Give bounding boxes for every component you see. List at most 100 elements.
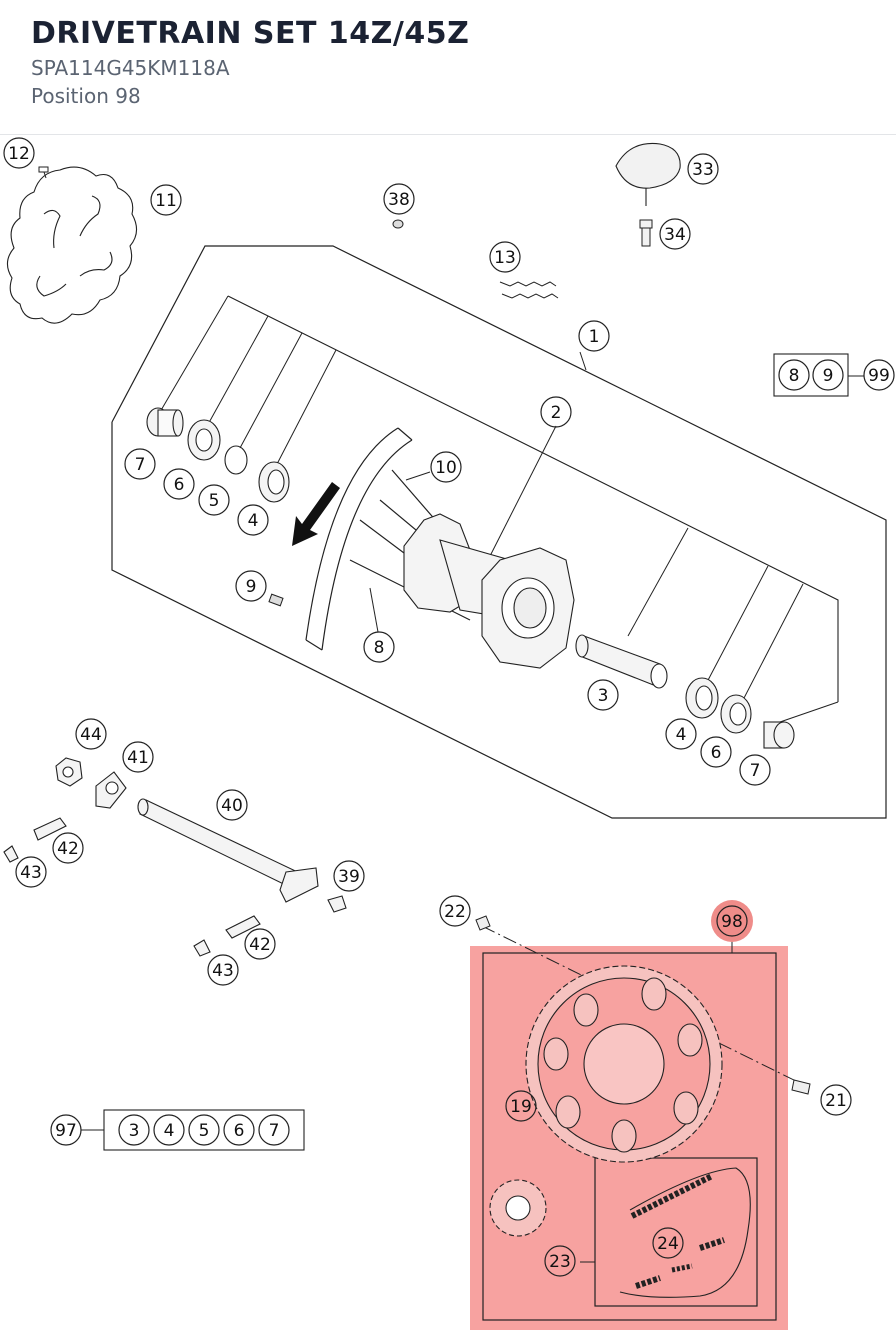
callout-39[interactable]: 39 <box>333 860 365 892</box>
page-title: DRIVETRAIN SET 14Z/45Z <box>31 16 470 51</box>
callout-38[interactable]: 38 <box>383 183 415 215</box>
callout-99[interactable]: 99 <box>863 359 895 391</box>
callout-41[interactable]: 41 <box>122 741 154 773</box>
callout-number: 7 <box>750 761 761 781</box>
callout-42[interactable]: 42 <box>52 832 84 864</box>
callout-2[interactable]: 2 <box>540 396 572 428</box>
callout-circle <box>118 1114 150 1146</box>
cap-33-part <box>615 142 681 206</box>
callout-21[interactable]: 21 <box>820 1084 852 1116</box>
callout-98[interactable]: 98 <box>711 900 753 942</box>
callout-12[interactable]: 12 <box>3 137 35 169</box>
kit-98-box <box>482 952 777 1321</box>
callout-number: 41 <box>127 748 149 768</box>
callout-5[interactable]: 5 <box>198 484 230 516</box>
callout-number: 13 <box>494 248 516 268</box>
callout-number: 6 <box>711 743 722 763</box>
callout-43[interactable]: 43 <box>207 954 239 986</box>
position-label: Position 98 <box>31 84 141 108</box>
callout-circle <box>700 736 732 768</box>
callout-22[interactable]: 22 <box>439 895 471 927</box>
callout-3[interactable]: 3 <box>587 679 619 711</box>
callout-circle <box>3 137 35 169</box>
callout-number: 34 <box>664 225 686 245</box>
callout-circle <box>258 1114 290 1146</box>
callout-7[interactable]: 7 <box>258 1114 290 1146</box>
callout-44[interactable]: 44 <box>75 718 107 750</box>
callout-4[interactable]: 4 <box>665 718 697 750</box>
callout-number: 40 <box>221 796 243 816</box>
callout-circle <box>439 895 471 927</box>
callout-number: 38 <box>388 190 410 210</box>
callout-6[interactable]: 6 <box>700 736 732 768</box>
callout-97[interactable]: 97 <box>50 1114 82 1146</box>
brake-disc-part <box>6 166 138 324</box>
callout-11[interactable]: 11 <box>150 184 182 216</box>
callout-number: 2 <box>551 403 562 423</box>
kit-97-box <box>103 1109 305 1151</box>
callout-number: 19 <box>510 1097 532 1117</box>
callout-number: 3 <box>129 1121 140 1141</box>
callout-40[interactable]: 40 <box>216 789 248 821</box>
callout-7[interactable]: 7 <box>739 754 771 786</box>
callout-4[interactable]: 4 <box>237 504 269 536</box>
callout-number: 42 <box>57 839 79 859</box>
callout-circle <box>430 451 462 483</box>
callout-circle <box>363 631 395 663</box>
callout-circle <box>223 1114 255 1146</box>
callout-43[interactable]: 43 <box>15 856 47 888</box>
sprocket-bolts-part <box>475 915 811 1095</box>
callout-5[interactable]: 5 <box>188 1114 220 1146</box>
callout-circle <box>652 1227 684 1259</box>
callout-34[interactable]: 34 <box>659 218 691 250</box>
callout-13[interactable]: 13 <box>489 241 521 273</box>
callout-9[interactable]: 9 <box>812 359 844 391</box>
nut-38-part <box>392 219 404 229</box>
callout-number: 9 <box>823 366 834 386</box>
callout-circle <box>587 679 619 711</box>
callout-circle <box>333 860 365 892</box>
callout-4[interactable]: 4 <box>153 1114 185 1146</box>
callout-circle <box>778 359 810 391</box>
callout-number: 33 <box>692 160 714 180</box>
callout-circle <box>235 570 267 602</box>
callout-7[interactable]: 7 <box>124 448 156 480</box>
callout-number: 43 <box>20 863 42 883</box>
callout-number: 5 <box>199 1121 210 1141</box>
hub-parts-right <box>575 634 795 749</box>
callout-19[interactable]: 19 <box>505 1090 537 1122</box>
callout-circle <box>153 1114 185 1146</box>
leader-lines-left <box>81 295 864 1263</box>
chain-part <box>619 1167 751 1298</box>
callout-8[interactable]: 8 <box>778 359 810 391</box>
callout-circle <box>244 928 276 960</box>
callout-number: 9 <box>246 577 257 597</box>
callout-3[interactable]: 3 <box>118 1114 150 1146</box>
callout-circle <box>52 832 84 864</box>
disc-screw-part <box>38 166 49 179</box>
callout-number: 8 <box>789 366 800 386</box>
callout-23[interactable]: 23 <box>544 1245 576 1277</box>
part-number: SPA114G45KM118A <box>31 56 230 80</box>
hub-parts-left <box>146 407 290 503</box>
callout-number: 44 <box>80 725 102 745</box>
callout-10[interactable]: 10 <box>430 451 462 483</box>
callout-33[interactable]: 33 <box>687 153 719 185</box>
callout-8[interactable]: 8 <box>363 631 395 663</box>
callout-number: 3 <box>598 686 609 706</box>
callout-42[interactable]: 42 <box>244 928 276 960</box>
callout-1[interactable]: 1 <box>578 320 610 352</box>
callout-number: 4 <box>676 725 687 745</box>
callout-circle <box>188 1114 220 1146</box>
callout-24[interactable]: 24 <box>652 1227 684 1259</box>
header-divider <box>0 134 896 135</box>
callout-6[interactable]: 6 <box>163 468 195 500</box>
callout-circle <box>739 754 771 786</box>
callout-6[interactable]: 6 <box>223 1114 255 1146</box>
callout-9[interactable]: 9 <box>235 570 267 602</box>
callout-number: 10 <box>435 458 457 478</box>
callout-circle <box>578 320 610 352</box>
axle-parts <box>3 757 347 957</box>
